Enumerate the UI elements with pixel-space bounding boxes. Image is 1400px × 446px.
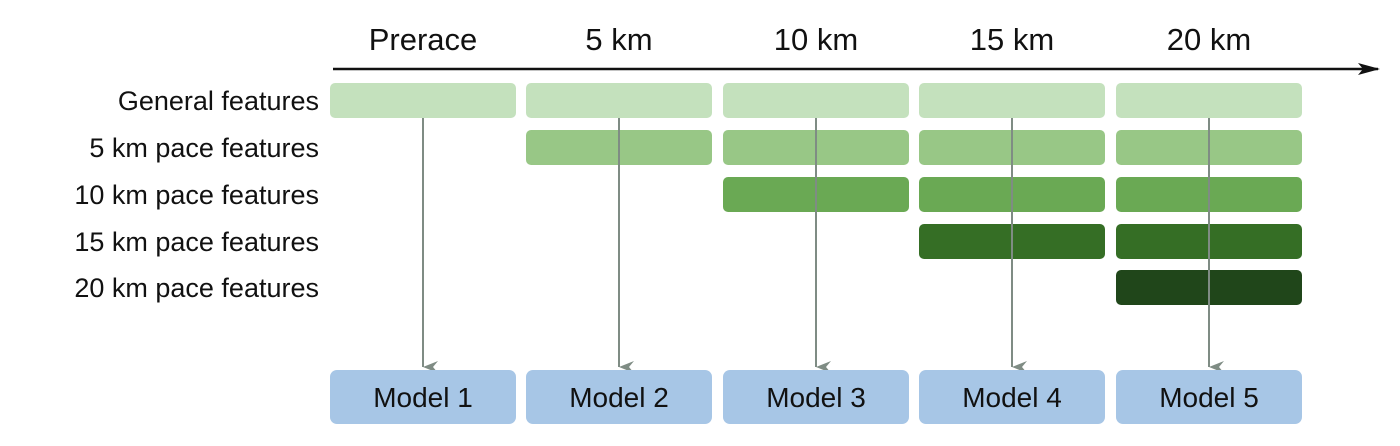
row-label-10-km-pace-features: 10 km pace features xyxy=(74,180,319,210)
model-box-background xyxy=(723,370,909,424)
model-box-model-1: Model 1 xyxy=(330,370,516,424)
feature-row-labels: General features 5 km pace features 10 km … xyxy=(74,86,319,303)
model-label: Model 2 xyxy=(569,382,669,413)
model-box-background xyxy=(526,370,712,424)
stage-label-prerace: Prerace xyxy=(369,22,478,57)
model-box-background xyxy=(330,370,516,424)
model-box-model-2: Model 2 xyxy=(526,370,712,424)
stage-labels: Prerace 5 km 10 km 15 km 20 km xyxy=(369,22,1251,57)
model-label: Model 4 xyxy=(962,382,1062,413)
row-label-general-features: General features xyxy=(118,86,319,116)
model-connectors xyxy=(422,118,1224,373)
feature-bar-general-features-20-km xyxy=(1116,83,1302,118)
model-box-model-4: Model 4 xyxy=(919,370,1105,424)
feature-bar-general-features-prerace xyxy=(330,83,516,118)
row-label-5-km-pace-features: 5 km pace features xyxy=(89,133,319,163)
stage-label-20-km: 20 km xyxy=(1167,22,1251,57)
feature-bar-general-features-5-km xyxy=(526,83,712,118)
stage-label-10-km: 10 km xyxy=(774,22,858,57)
row-label-15-km-pace-features: 15 km pace features xyxy=(74,227,319,257)
stage-label-15-km: 15 km xyxy=(970,22,1054,57)
feature-bar-general-features-15-km xyxy=(919,83,1105,118)
row-label-20-km-pace-features: 20 km pace features xyxy=(74,273,319,303)
model-label: Model 3 xyxy=(766,382,866,413)
model-box-model-5: Model 5 xyxy=(1116,370,1302,424)
model-boxes: Model 1 Model 2 Model 3 Model 4 Model 5 xyxy=(330,370,1302,424)
model-box-model-3: Model 3 xyxy=(723,370,909,424)
model-box-background xyxy=(919,370,1105,424)
model-label: Model 5 xyxy=(1159,382,1259,413)
feature-bar-general-features-10-km xyxy=(723,83,909,118)
stage-label-5-km: 5 km xyxy=(585,22,652,57)
model-box-background xyxy=(1116,370,1302,424)
model-label: Model 1 xyxy=(373,382,473,413)
